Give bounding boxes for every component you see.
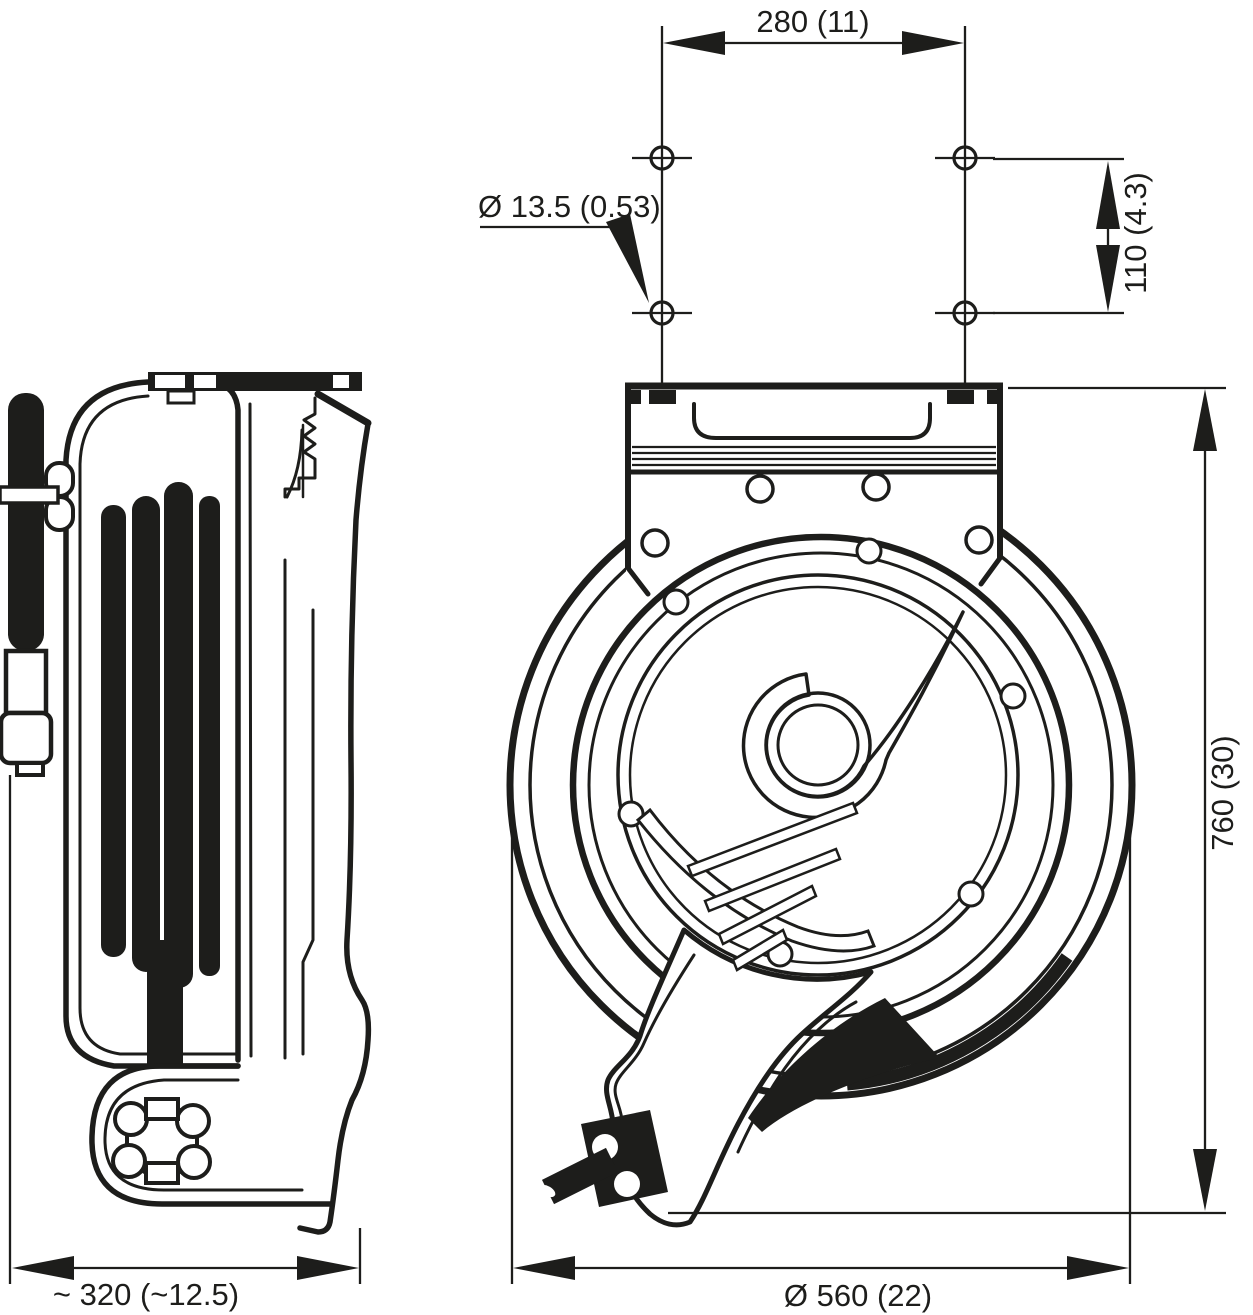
dim-reel-diameter: Ø 560 (22): [510, 800, 1132, 1313]
dimensions: 280 (11) Ø 13.5 (0.53) 110 (4.3) 760 (30…: [8, 4, 1240, 1313]
front-view: [506, 380, 1136, 1228]
bracket-slot-tab: [947, 390, 974, 404]
outlet-arm: [538, 927, 940, 1228]
hub-outer: [764, 691, 872, 799]
mounting-bracket: [625, 380, 1003, 597]
stripes: [686, 801, 859, 972]
bracket-slot-tab: [649, 390, 676, 404]
side-foot-bracket: [89, 1063, 333, 1207]
hub-inner: [776, 703, 860, 787]
hex-nut: [111, 1097, 212, 1185]
bracket-lid: [692, 402, 932, 440]
side-hose-coil: [101, 482, 220, 1066]
mounting-holes: [632, 26, 995, 383]
bracket-bolt-hole: [745, 474, 775, 504]
dim-hole-vertical-spacing: 110 (4.3): [993, 157, 1153, 315]
dim-overall-depth-label: ~ 320 (~12.5): [53, 1277, 239, 1312]
side-hose-and-coupling: [0, 393, 75, 777]
dim-hole-diameter: Ø 13.5 (0.53): [478, 189, 661, 303]
flange-bolt-holes: [617, 537, 1027, 968]
cover-graphics: [635, 610, 965, 972]
side-disc-profile: [283, 421, 372, 1235]
drum-shadow-arc: [846, 953, 1073, 1091]
dim-overall-height-label: 760 (30): [1205, 735, 1240, 850]
dim-reel-diameter-label: Ø 560 (22): [784, 1278, 932, 1313]
side-view: [0, 372, 372, 1235]
side-top-plate: [148, 372, 372, 427]
dim-mounting-width-label: 280 (11): [756, 4, 869, 39]
dim-hole-vertical-spacing-label: 110 (4.3): [1118, 172, 1153, 294]
bracket-slot-tab: [628, 390, 641, 404]
bracket-bolt-hole: [640, 528, 670, 558]
hose-gap-shadow: [748, 998, 940, 1132]
hose-stub: [541, 1147, 619, 1205]
bracket-slot-tab: [987, 390, 1000, 404]
dim-hole-diameter-label: Ø 13.5 (0.53): [478, 189, 661, 224]
bracket-bolt-hole: [964, 525, 994, 555]
dim-mounting-width: 280 (11): [663, 4, 964, 55]
reel-cover-disc: [616, 573, 1020, 977]
side-axle-spline: [283, 396, 317, 499]
bracket-bolt-hole: [861, 472, 891, 502]
dim-overall-depth: ~ 320 (~12.5): [8, 775, 362, 1312]
dim-overall-height: 760 (30): [668, 386, 1240, 1215]
outlet-roller: [614, 1171, 640, 1197]
